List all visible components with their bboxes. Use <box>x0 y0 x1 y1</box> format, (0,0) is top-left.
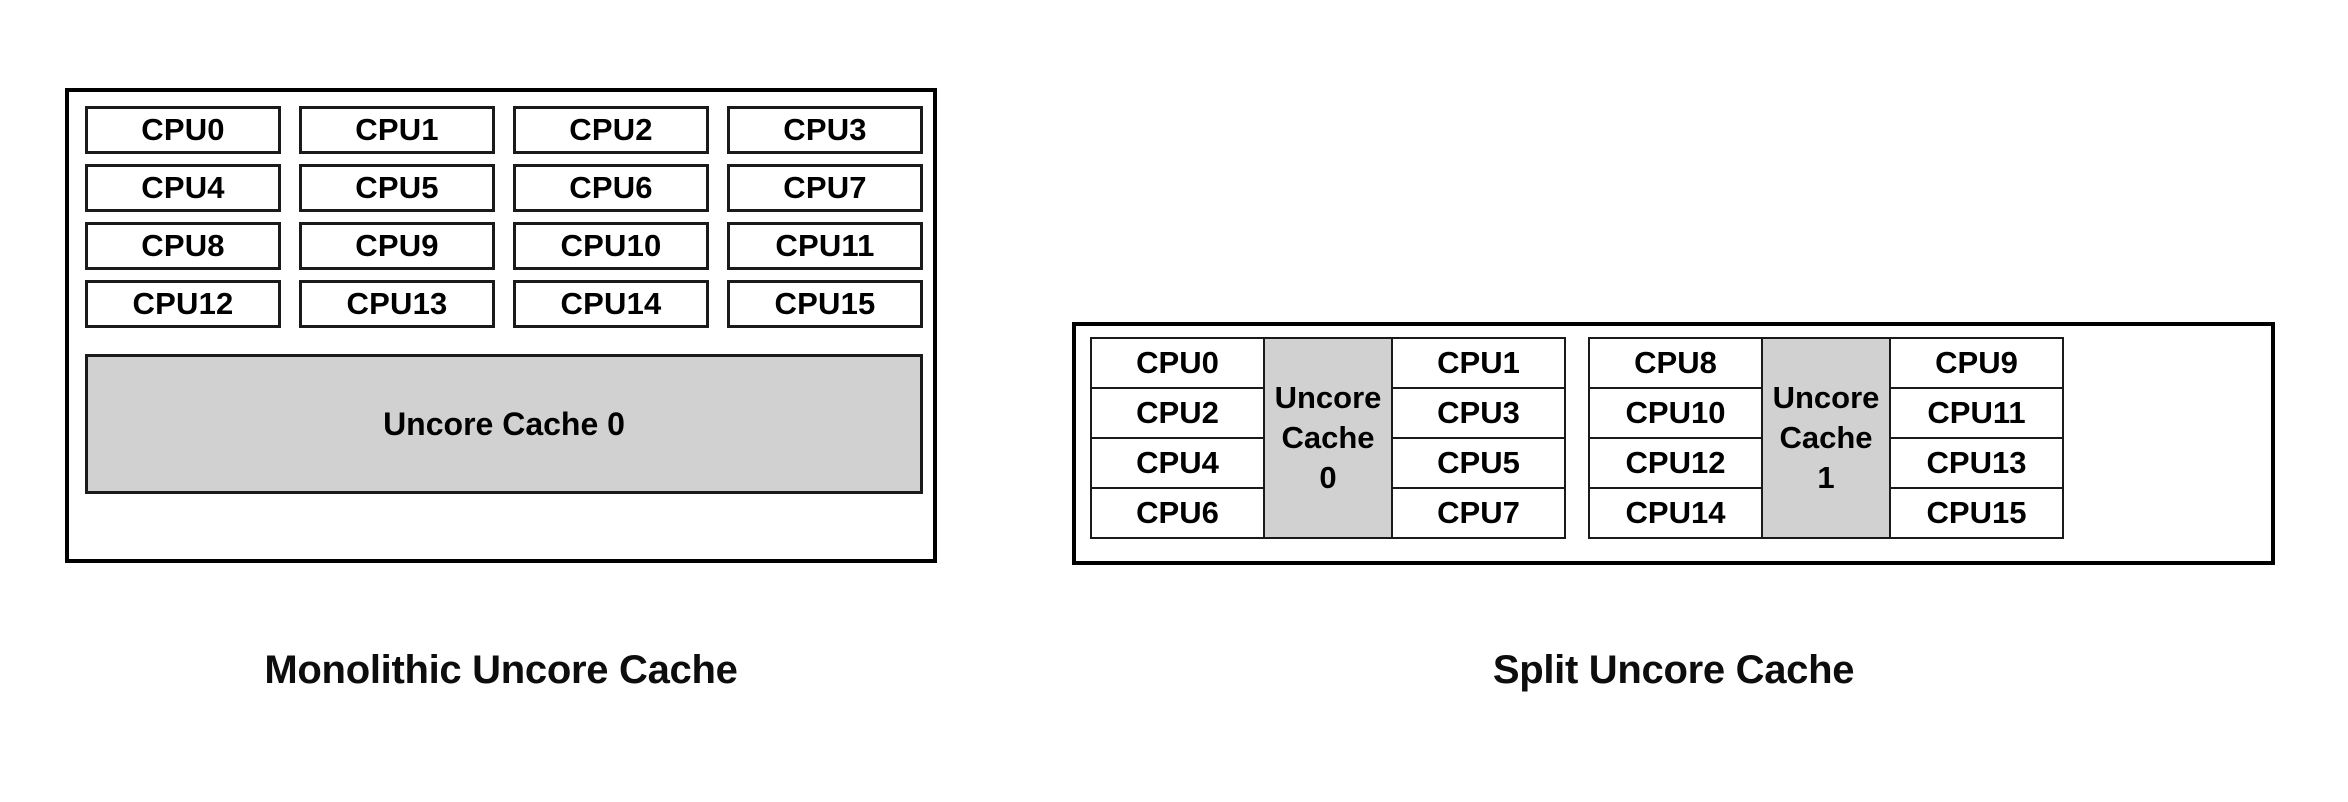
cpu-box: CPU8 <box>1588 337 1763 389</box>
cpu-box: CPU5 <box>299 164 495 212</box>
cpu-box: CPU13 <box>299 280 495 328</box>
cpu-box: CPU7 <box>1391 487 1566 539</box>
cpu-box: CPU11 <box>727 222 923 270</box>
cluster-1: CPU8 CPU10 CPU12 CPU14 Uncore Cache 1 CP… <box>1588 337 2064 539</box>
cpu-box: CPU15 <box>727 280 923 328</box>
cpu-box: CPU7 <box>727 164 923 212</box>
monolithic-cpu-grid: CPU0 CPU1 CPU2 CPU3 CPU4 CPU5 CPU6 CPU7 … <box>85 106 923 328</box>
uncore-cache-block: Uncore Cache 0 <box>85 354 923 494</box>
cpu-box: CPU14 <box>1588 487 1763 539</box>
cpu-box: CPU5 <box>1391 437 1566 489</box>
cpu-box: CPU3 <box>727 106 923 154</box>
monolithic-diagram-panel: CPU0 CPU1 CPU2 CPU3 CPU4 CPU5 CPU6 CPU7 … <box>65 88 937 563</box>
cpu-box: CPU10 <box>513 222 709 270</box>
split-cluster-row: CPU0 CPU2 CPU4 CPU6 Uncore Cache 0 CPU1 … <box>1090 337 2064 539</box>
cpu-box: CPU6 <box>513 164 709 212</box>
split-diagram-panel: CPU0 CPU2 CPU4 CPU6 Uncore Cache 0 CPU1 … <box>1072 322 2275 565</box>
cluster-0-right-cpu-column: CPU1 CPU3 CPU5 CPU7 <box>1391 337 1566 539</box>
uncore-cache-label-line: 0 <box>1319 459 1337 495</box>
cpu-box: CPU0 <box>1090 337 1265 389</box>
cpu-box: CPU1 <box>299 106 495 154</box>
cpu-box: CPU1 <box>1391 337 1566 389</box>
uncore-cache-label-line: Cache <box>1779 420 1873 456</box>
uncore-cache-label-line: 1 <box>1817 459 1835 495</box>
cpu-box: CPU9 <box>299 222 495 270</box>
uncore-cache-label-line: Cache <box>1281 420 1375 456</box>
cpu-box: CPU14 <box>513 280 709 328</box>
uncore-cache-block: Uncore Cache 1 <box>1761 337 1891 539</box>
cpu-box: CPU15 <box>1889 487 2064 539</box>
uncore-cache-label-line: Uncore <box>1274 380 1382 416</box>
uncore-cache-block: Uncore Cache 0 <box>1263 337 1393 539</box>
split-caption: Split Uncore Cache <box>1492 648 1855 692</box>
cluster-1-left-cpu-column: CPU8 CPU10 CPU12 CPU14 <box>1588 337 1763 539</box>
cpu-box: CPU2 <box>513 106 709 154</box>
cpu-box: CPU12 <box>85 280 281 328</box>
cpu-box: CPU10 <box>1588 387 1763 439</box>
cpu-box: CPU12 <box>1588 437 1763 489</box>
cpu-box: CPU13 <box>1889 437 2064 489</box>
cpu-box: CPU2 <box>1090 387 1265 439</box>
cluster-0-left-cpu-column: CPU0 CPU2 CPU4 CPU6 <box>1090 337 1265 539</box>
cpu-box: CPU6 <box>1090 487 1265 539</box>
cpu-box: CPU4 <box>1090 437 1265 489</box>
cpu-box: CPU9 <box>1889 337 2064 389</box>
cluster-1-right-cpu-column: CPU9 CPU11 CPU13 CPU15 <box>1889 337 2064 539</box>
monolithic-caption: Monolithic Uncore Cache <box>264 648 738 692</box>
cpu-box: CPU8 <box>85 222 281 270</box>
cpu-box: CPU3 <box>1391 387 1566 439</box>
cpu-box: CPU4 <box>85 164 281 212</box>
cpu-box: CPU0 <box>85 106 281 154</box>
cluster-0: CPU0 CPU2 CPU4 CPU6 Uncore Cache 0 CPU1 … <box>1090 337 1566 539</box>
cpu-box: CPU11 <box>1889 387 2064 439</box>
uncore-cache-label-line: Uncore <box>1772 380 1880 416</box>
